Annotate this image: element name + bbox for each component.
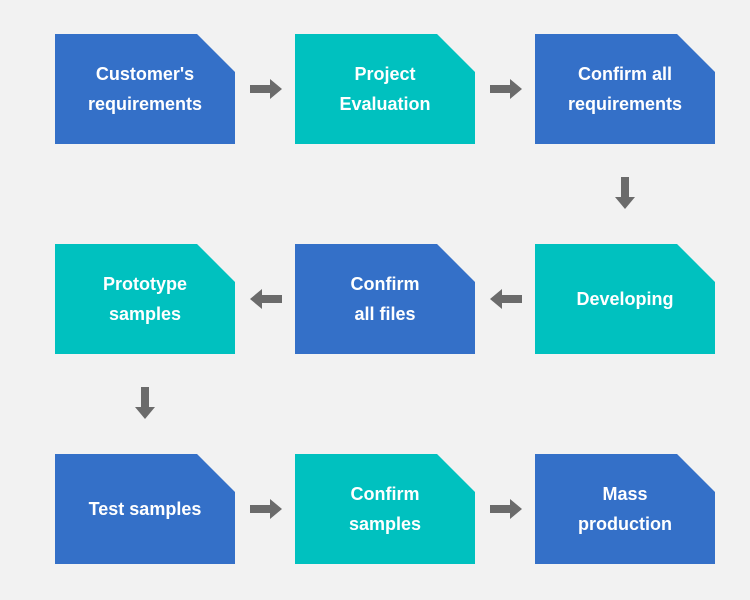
step-label: Prototype samples [102, 274, 187, 324]
step-label: Confirm samples [348, 484, 422, 534]
step-label: Confirm all files [350, 274, 420, 324]
step-label: Mass production [578, 484, 672, 534]
arrow-right-icon [488, 491, 524, 527]
arrow-left-icon [488, 281, 524, 317]
arrow-right-icon [248, 491, 284, 527]
step-prototype-samples: Prototype samples [55, 244, 235, 354]
step-label: Customer's requirements [87, 64, 203, 114]
step-project-evaluation: Project Evaluation [295, 34, 475, 144]
step-mass-production: Mass production [535, 454, 715, 564]
arrow-down-icon [607, 175, 643, 211]
step-label: Project Evaluation [339, 64, 431, 114]
step-label: Developing [576, 289, 674, 309]
arrow-right-icon [488, 71, 524, 107]
step-label: Test samples [88, 499, 202, 519]
step-confirm-all-requirements: Confirm all requirements [535, 34, 715, 144]
arrow-left-icon [248, 281, 284, 317]
step-test-samples: Test samples [55, 454, 235, 564]
arrow-right-icon [248, 71, 284, 107]
step-confirm-samples: Confirm samples [295, 454, 475, 564]
step-label: Confirm all requirements [567, 64, 683, 114]
step-developing: Developing [535, 244, 715, 354]
step-confirm-all-files: Confirm all files [295, 244, 475, 354]
arrow-down-icon [127, 385, 163, 421]
step-customers-requirements: Customer's requirements [55, 34, 235, 144]
